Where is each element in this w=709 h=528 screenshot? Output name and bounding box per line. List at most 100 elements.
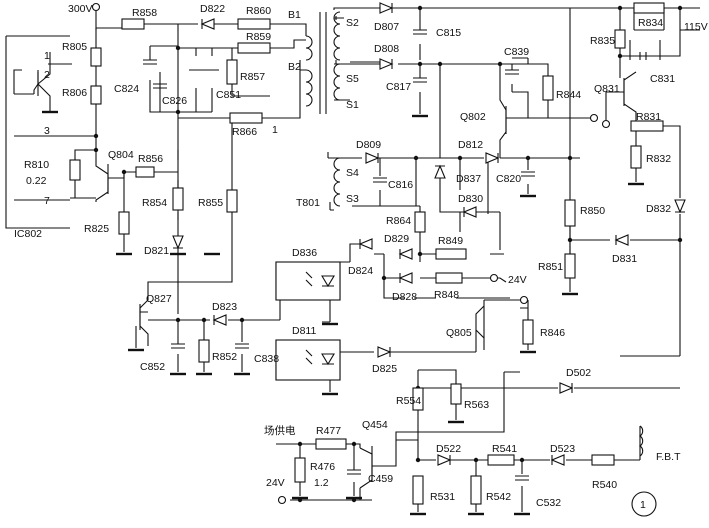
capacitor-c838 — [235, 343, 249, 349]
resistor-r859 — [237, 42, 271, 54]
resistor-r852 — [198, 339, 210, 363]
diode-d502 — [559, 382, 574, 394]
junction-dot — [417, 61, 423, 67]
label-r859: R859 — [246, 31, 271, 43]
diode-d522 — [437, 454, 452, 466]
junction-dot — [567, 237, 573, 243]
resistor-r540 — [591, 454, 615, 466]
label-r855: R855 — [198, 197, 223, 209]
label-r825: R825 — [84, 223, 109, 235]
capacitor-c532 — [515, 475, 529, 481]
label-r849: R849 — [438, 235, 463, 247]
label-r541: R541 — [492, 443, 517, 455]
label-d812: D812 — [458, 139, 483, 151]
junction-dot — [677, 5, 683, 11]
terminal-24v — [489, 273, 499, 283]
capacitor-c831 — [639, 52, 647, 60]
label-q454: Q454 — [362, 419, 388, 431]
resistor-r857 — [226, 59, 238, 85]
label-d830: D830 — [458, 193, 483, 205]
resistor-r844 — [542, 75, 554, 101]
resistor-r866 — [229, 112, 263, 124]
diode-d829 — [398, 248, 413, 260]
diode-d821 — [172, 235, 184, 250]
diode-d809 — [365, 152, 380, 164]
label-r848: R848 — [434, 289, 459, 301]
diode-d807 — [379, 2, 394, 14]
label-q805: Q805 — [446, 327, 472, 339]
label-c820: C820 — [496, 173, 521, 185]
label-r851: R851 — [538, 261, 563, 273]
label-c824: C824 — [114, 83, 139, 95]
terminal-24v-in — [277, 495, 287, 505]
label-r810-value: 0.22 — [26, 175, 47, 187]
junction-dot — [473, 457, 479, 463]
diode-d832 — [674, 199, 686, 214]
capacitor-c839 — [505, 69, 519, 75]
junction-dot — [525, 155, 531, 161]
label-d823: D823 — [212, 301, 237, 313]
transformer-t801 — [305, 11, 644, 457]
resistor-r825 — [118, 211, 130, 235]
label-r835: R835 — [590, 35, 615, 47]
label-r531: R531 — [430, 491, 455, 503]
capacitor-c815 — [413, 29, 427, 35]
junction-dot — [457, 155, 463, 161]
label-r563: R563 — [464, 399, 489, 411]
junction-dot — [93, 147, 99, 153]
resistor-r856 — [135, 166, 155, 178]
label-d831: D831 — [612, 253, 637, 265]
transformer-primary-coil — [305, 69, 313, 107]
junction-dot — [497, 61, 503, 67]
transistors — [37, 72, 625, 482]
junction-dot — [417, 5, 423, 11]
labels: 300V 115V 24V 24V IC802 1 2 3 7 T801 B1 … — [14, 3, 708, 511]
junction-dot — [175, 109, 181, 115]
diodes — [172, 2, 686, 466]
label-q802: Q802 — [460, 111, 486, 123]
label-r477: R477 — [316, 425, 341, 437]
label-c852: C852 — [140, 361, 165, 373]
junction-dot — [617, 53, 623, 59]
figure-number-circle — [631, 491, 657, 517]
transformer-name: T801 — [296, 197, 320, 209]
label-field-power: 场供电 — [264, 424, 296, 437]
label-r844: R844 — [556, 89, 581, 101]
resistor-r855 — [226, 189, 238, 213]
junction-dot — [417, 251, 423, 257]
junction-dot — [519, 457, 525, 463]
junction-dot — [617, 5, 623, 11]
label-r860: R860 — [246, 5, 271, 17]
label-q831: Q831 — [594, 83, 620, 95]
resistor-r477 — [315, 438, 347, 450]
diode-d823 — [212, 314, 227, 326]
transformer-b2: B2 — [288, 61, 301, 73]
label-c851: C851 — [216, 89, 241, 101]
resistor-r541 — [487, 454, 515, 466]
label-r864: R864 — [386, 215, 411, 227]
ic-pin-3: 3 — [44, 125, 50, 137]
label-d836: D836 — [292, 247, 317, 259]
resistor-r531 — [412, 475, 424, 505]
transformer-s3: S3 — [346, 193, 359, 205]
diode-d830 — [462, 206, 477, 218]
junction-dot — [413, 155, 419, 161]
diode-d824 — [358, 238, 373, 250]
label-c816: C816 — [388, 179, 413, 191]
resistor-r835 — [614, 29, 626, 49]
voltage-300v: 300V — [68, 3, 93, 15]
resistor-r846 — [522, 319, 534, 345]
resistor-r850 — [564, 199, 576, 227]
junction-dot — [567, 155, 573, 161]
label-d825: D825 — [372, 363, 397, 375]
transformer-b1: B1 — [288, 9, 301, 21]
label-r806: R806 — [62, 87, 87, 99]
capacitor-c817 — [413, 77, 427, 83]
resistors — [69, 2, 665, 505]
label-r866: R866 — [232, 126, 257, 138]
label-d837: D837 — [456, 173, 481, 185]
terminal-q805 — [519, 295, 529, 305]
terminal-q831 — [601, 119, 611, 129]
resistor-r476 — [294, 457, 306, 483]
